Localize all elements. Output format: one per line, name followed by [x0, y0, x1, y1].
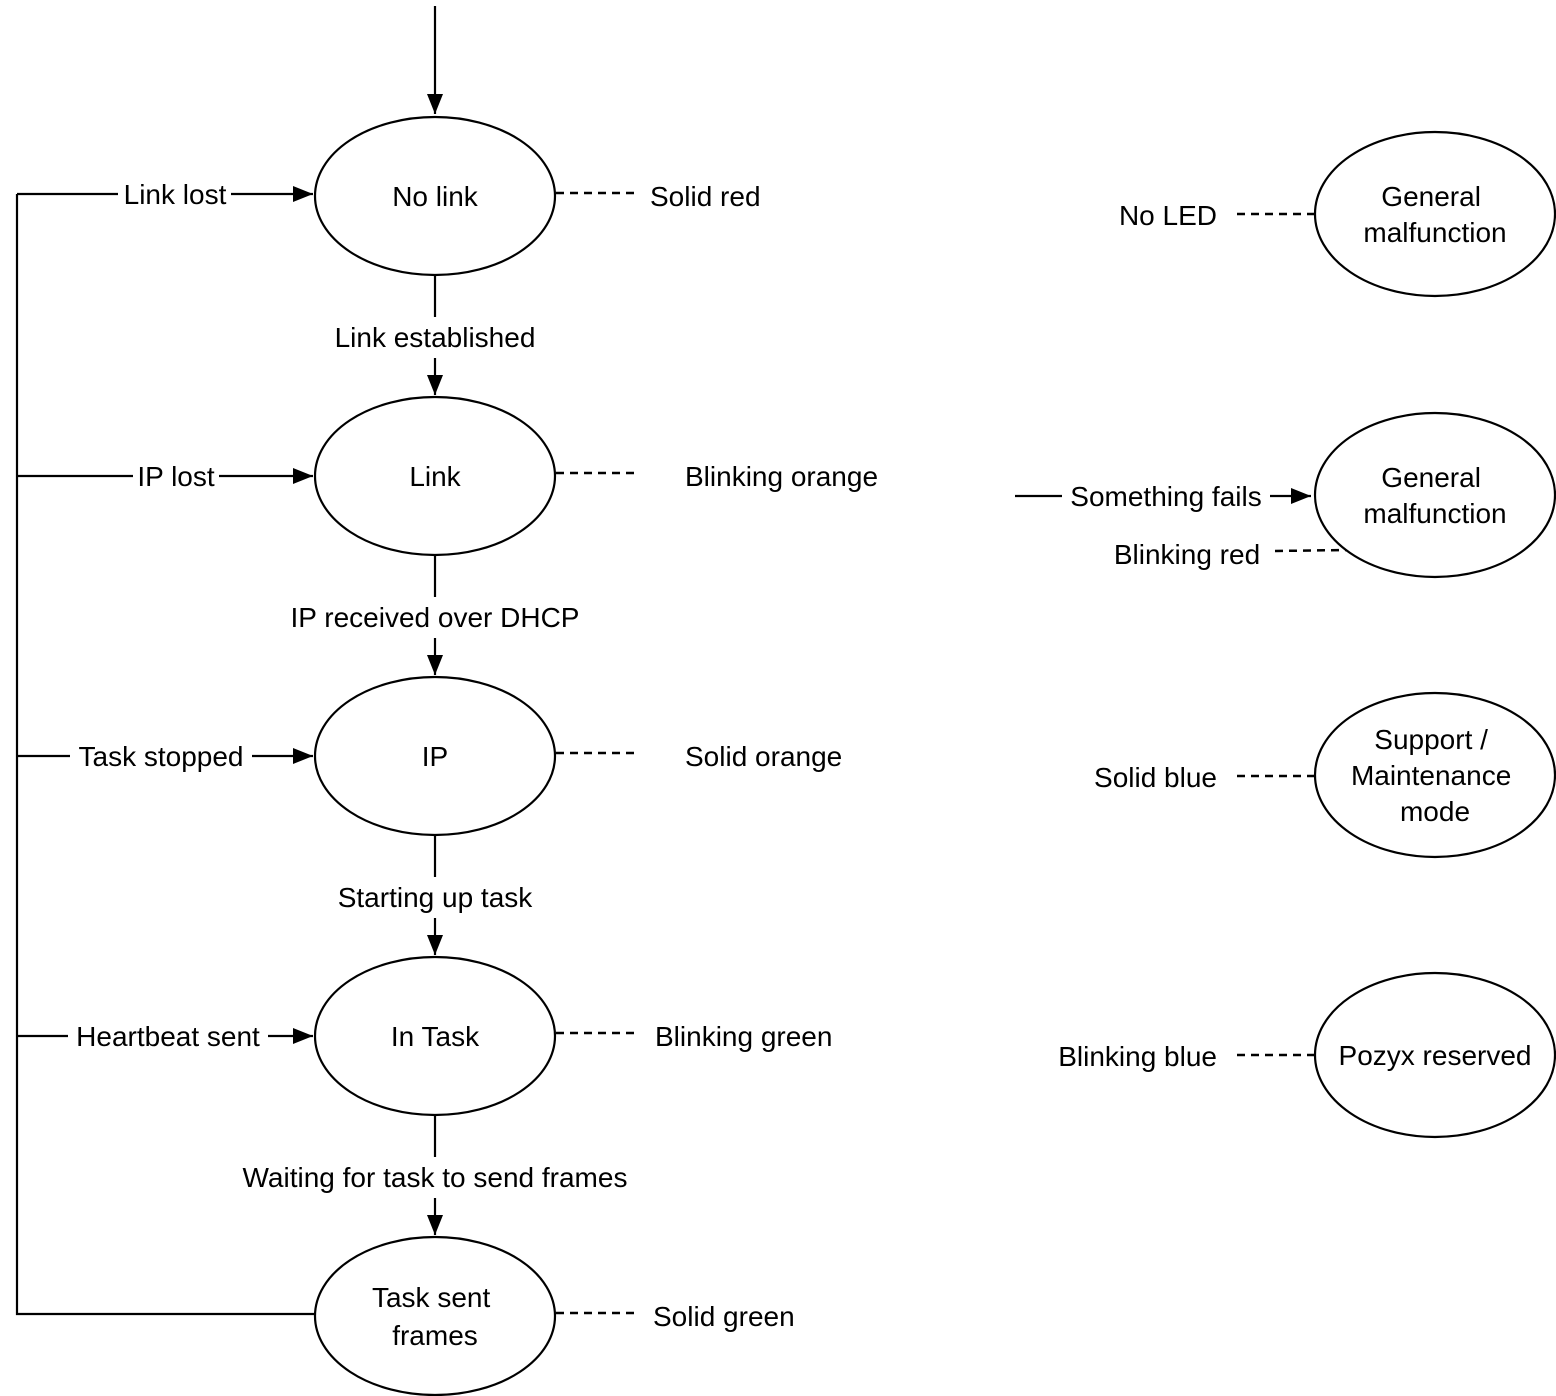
state-node-no-link: No link: [313, 115, 557, 277]
legend-item-something-fails: Something fails Blinking red General mal…: [1015, 411, 1556, 579]
loop-event-label: Task stopped: [79, 741, 244, 772]
state-ellipse: [1313, 130, 1556, 298]
state-node-ip: IP: [313, 675, 557, 837]
loop-event-link-lost: Link lost: [17, 179, 313, 210]
transition-label: IP received over DHCP: [291, 602, 580, 633]
loop-event-label: Link lost: [124, 179, 227, 210]
transition-label: Waiting for task to send frames: [243, 1162, 628, 1193]
state-ellipse: [313, 395, 557, 557]
state-label: General malfunction: [1363, 181, 1506, 248]
led-label: Blinking blue: [1058, 1041, 1217, 1072]
state-label: General malfunction: [1363, 462, 1506, 529]
state-ellipse: [313, 675, 557, 837]
state-ellipse: [313, 955, 557, 1117]
transition-starting-task: Starting up task: [338, 836, 534, 955]
led-label: Blinking orange: [685, 461, 878, 492]
led-label: Solid orange: [685, 741, 842, 772]
transition-label: Starting up task: [338, 882, 534, 913]
state-node-in-task: In Task: [313, 955, 557, 1117]
feedback-loop-line: [15, 194, 315, 1316]
state-ellipse: [1313, 971, 1556, 1139]
state-label: No link: [392, 181, 479, 212]
loop-event-ip-lost: IP lost: [17, 461, 313, 492]
loop-event-label: IP lost: [137, 461, 215, 492]
state-label: Pozyx reserved: [1339, 1040, 1532, 1071]
event-label: Something fails: [1070, 481, 1261, 512]
led-label: Solid red: [650, 181, 761, 212]
legend-item-blinking-blue: Blinking blue Pozyx reserved: [1058, 971, 1556, 1139]
state-label: IP: [422, 741, 448, 772]
legend-item-solid-blue: Solid blue Support / Maintenance mode: [1094, 691, 1556, 859]
led-label: Blinking green: [655, 1021, 832, 1052]
state-ellipse: [1313, 411, 1556, 579]
state-node-link: Link: [313, 395, 557, 557]
state-label: In Task: [391, 1021, 480, 1052]
led-annotation-blinking-green: Blinking green: [556, 1021, 832, 1052]
state-label: Support / Maintenance mode: [1351, 724, 1519, 827]
transition-link-established: Link established: [335, 276, 536, 395]
state-ellipse: [313, 1235, 557, 1396]
state-label: Task sent frames: [372, 1282, 498, 1351]
led-label: Blinking red: [1114, 539, 1260, 570]
loop-event-label: Heartbeat sent: [76, 1021, 260, 1052]
legend-item-no-led: No LED General malfunction: [1119, 130, 1556, 298]
led-annotation-blinking-orange: Blinking orange: [556, 461, 878, 492]
transition-waiting-frames: Waiting for task to send frames: [243, 1116, 628, 1235]
dashed-connector: [1274, 548, 1347, 553]
transition-ip-received: IP received over DHCP: [291, 556, 580, 675]
transition-label: Link established: [335, 322, 536, 353]
led-label: No LED: [1119, 200, 1217, 231]
state-node-task-sent-frames: Task sent frames: [313, 1235, 557, 1396]
state-ellipse: [313, 115, 557, 277]
loop-event-heartbeat-sent: Heartbeat sent: [17, 1021, 313, 1052]
led-annotation-solid-green: Solid green: [556, 1301, 795, 1332]
state-ellipse: [1313, 691, 1556, 859]
led-label: Solid green: [653, 1301, 795, 1332]
loop-event-task-stopped: Task stopped: [17, 741, 313, 772]
led-annotation-solid-orange: Solid orange: [556, 741, 842, 772]
state-label: Link: [409, 461, 461, 492]
led-annotation-solid-red: Solid red: [556, 181, 761, 212]
led-label: Solid blue: [1094, 762, 1217, 793]
